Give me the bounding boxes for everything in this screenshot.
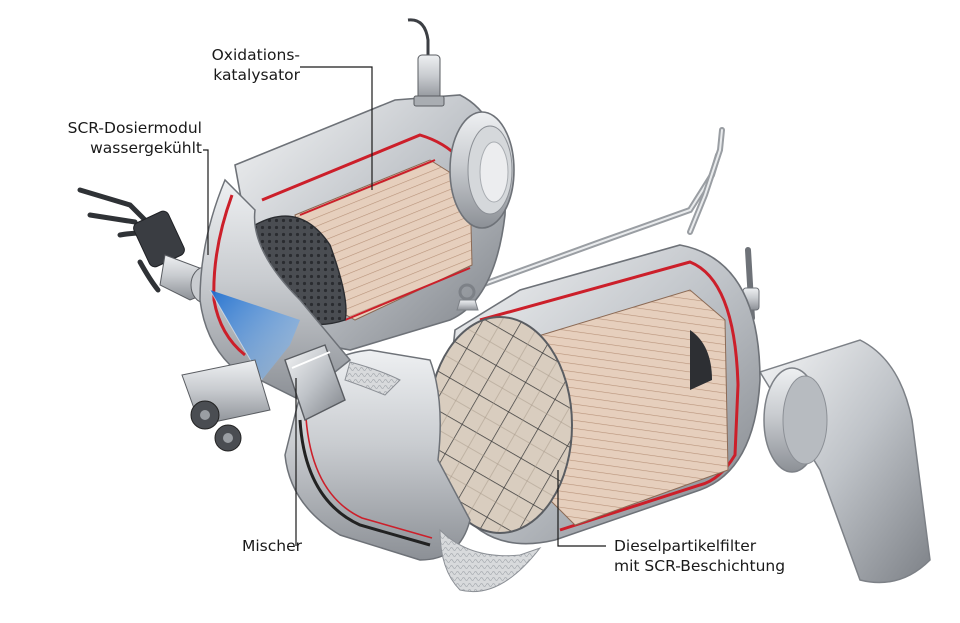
mixer	[284, 344, 346, 421]
label-scr-dosing-module-line1: SCR-Dosiermodul	[67, 119, 202, 137]
label-oxidation-catalyst: Oxidations- katalysator	[196, 45, 300, 85]
leader-dpf	[557, 470, 606, 547]
label-oxidation-catalyst-line2: katalysator	[213, 66, 300, 84]
mounting-bracket	[181, 359, 271, 452]
inlet-housing	[199, 178, 352, 401]
label-mixer: Mischer	[222, 536, 302, 556]
label-oxidation-catalyst-line1: Oxidations-	[211, 46, 300, 64]
label-dpf: Dieselpartikelfilter mit SCR-Beschichtun…	[614, 536, 785, 576]
scr-dosing-module	[77, 187, 220, 304]
label-mixer-line1: Mischer	[241, 537, 302, 555]
outlet-pipe	[758, 339, 931, 584]
leader-scr-dosing-module	[203, 149, 209, 255]
oxidation-catalyst-housing	[234, 94, 515, 351]
pressure-line	[437, 127, 725, 303]
lambda-sensor-top	[407, 18, 445, 107]
leader-oxidation-catalyst	[300, 66, 373, 190]
label-scr-dosing-module-line2: wassergekühlt	[90, 139, 202, 157]
leader-lines	[203, 66, 606, 547]
dpf-housing	[427, 244, 761, 545]
hanger-hook	[456, 283, 479, 311]
label-scr-dosing-module: SCR-Dosiermodul wassergekühlt	[22, 118, 202, 158]
label-dpf-line1: Dieselpartikelfilter	[614, 537, 757, 555]
label-dpf-line2: mit SCR-Beschichtung	[614, 557, 786, 575]
